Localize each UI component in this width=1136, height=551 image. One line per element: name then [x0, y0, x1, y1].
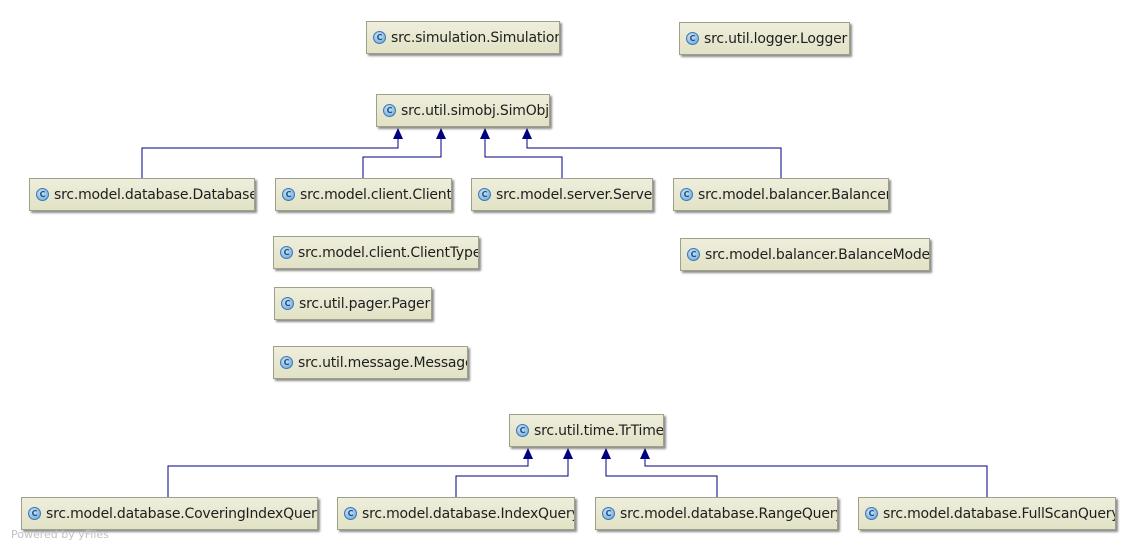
inheritance-edge-rangequery: [605, 458, 718, 497]
inheritance-arrowhead-database: [393, 128, 403, 139]
inheritance-edge-coveringindexquery: [167, 458, 529, 497]
class-label: src.model.database.Database: [54, 186, 255, 203]
class-label: src.model.database.FullScanQuery: [883, 505, 1116, 522]
class-label: src.model.balancer.Balancer: [698, 186, 889, 203]
inheritance-edge-indexquery: [455, 458, 569, 497]
inheritance-arrowhead-fullscanquery: [640, 448, 650, 459]
class-c-icon: C: [280, 356, 293, 369]
class-node-logger[interactable]: C src.util.logger.Logger: [679, 22, 850, 55]
inheritance-edge-database: [141, 138, 399, 178]
class-node-simobj[interactable]: C src.util.simobj.SimObj: [376, 94, 550, 127]
class-node-client[interactable]: C src.model.client.Client: [275, 178, 452, 211]
class-node-database[interactable]: C src.model.database.Database: [29, 178, 255, 211]
class-c-icon: C: [687, 248, 700, 261]
inheritance-arrowhead-client: [436, 128, 446, 139]
class-label: src.util.logger.Logger: [704, 30, 848, 47]
class-label: src.model.database.RangeQuery: [620, 505, 838, 522]
inheritance-edge-client: [362, 138, 442, 178]
inheritance-arrowhead-server: [480, 128, 490, 139]
inheritance-edge-balancer: [526, 138, 782, 178]
class-label: src.util.message.Message: [298, 354, 468, 371]
class-label: src.model.client.Client: [300, 186, 452, 203]
class-node-trtime[interactable]: C src.util.time.TrTime: [509, 414, 664, 447]
inheritance-arrowhead-rangequery: [601, 448, 611, 459]
class-c-icon: C: [602, 507, 615, 520]
class-label: src.model.database.IndexQuery: [362, 505, 575, 522]
class-c-icon: C: [344, 507, 357, 520]
class-node-simulation[interactable]: C src.simulation.Simulation: [366, 21, 560, 54]
class-c-icon: C: [282, 188, 295, 201]
inheritance-arrowhead-coveringindexquery: [523, 448, 533, 459]
inheritance-edge-fullscanquery: [644, 458, 988, 497]
class-label: src.util.time.TrTime: [534, 422, 664, 439]
class-c-icon: C: [28, 507, 41, 520]
class-node-rangequery[interactable]: C src.model.database.RangeQuery: [595, 497, 838, 530]
class-label: src.model.client.ClientType: [298, 244, 479, 261]
inheritance-arrowhead-balancer: [522, 128, 532, 139]
class-node-server[interactable]: C src.model.server.Server: [471, 178, 653, 211]
class-node-pager[interactable]: C src.util.pager.Pager: [274, 287, 432, 320]
class-c-icon: C: [478, 188, 491, 201]
class-node-balancemode[interactable]: C src.model.balancer.BalanceMode: [680, 238, 930, 271]
class-c-icon: C: [516, 424, 529, 437]
inheritance-arrowhead-indexquery: [563, 448, 573, 459]
class-c-icon: C: [865, 507, 878, 520]
class-node-clienttype[interactable]: C src.model.client.ClientType: [273, 236, 479, 269]
class-label: src.model.server.Server: [496, 186, 653, 203]
class-c-icon: C: [383, 104, 396, 117]
class-node-indexquery[interactable]: C src.model.database.IndexQuery: [337, 497, 575, 530]
class-c-icon: C: [281, 297, 294, 310]
class-label: src.simulation.Simulation: [391, 29, 560, 46]
class-c-icon: C: [686, 32, 699, 45]
class-label: src.util.pager.Pager: [299, 295, 431, 312]
class-label: src.model.balancer.BalanceMode: [705, 246, 930, 263]
class-c-icon: C: [36, 188, 49, 201]
class-c-icon: C: [373, 31, 386, 44]
class-node-fullscanquery[interactable]: C src.model.database.FullScanQuery: [858, 497, 1116, 530]
class-node-coveringindexquery[interactable]: C src.model.database.CoveringIndexQuery: [21, 497, 318, 530]
class-c-icon: C: [280, 246, 293, 259]
class-c-icon: C: [680, 188, 693, 201]
class-label: src.model.database.CoveringIndexQuery: [46, 505, 318, 522]
class-label: src.util.simobj.SimObj: [401, 102, 549, 119]
class-node-balancer[interactable]: C src.model.balancer.Balancer: [673, 178, 889, 211]
powered-by-footer: Powered by yFiles: [11, 528, 109, 541]
inheritance-edge-server: [484, 138, 563, 178]
class-node-message[interactable]: C src.util.message.Message: [273, 346, 468, 379]
